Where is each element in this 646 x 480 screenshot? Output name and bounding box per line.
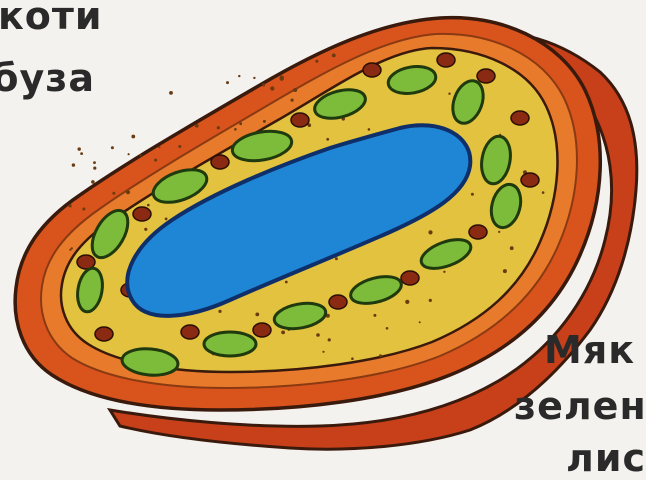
granule bbox=[368, 128, 371, 131]
granule bbox=[471, 193, 474, 196]
granule bbox=[93, 161, 96, 164]
granule bbox=[226, 81, 229, 84]
granule bbox=[315, 60, 318, 63]
mitochondrion bbox=[291, 113, 309, 127]
granule bbox=[253, 77, 255, 79]
granule bbox=[165, 218, 168, 221]
mitochondrion bbox=[253, 323, 271, 337]
granule bbox=[154, 159, 157, 162]
granule bbox=[255, 313, 259, 317]
granule bbox=[78, 147, 81, 150]
mitochondrion bbox=[133, 207, 151, 221]
label-bottom-right-line1: Мяк bbox=[544, 328, 635, 372]
granule bbox=[128, 153, 130, 155]
mitochondrion bbox=[521, 173, 539, 187]
granule bbox=[263, 120, 266, 123]
granule bbox=[316, 333, 320, 337]
granule bbox=[419, 321, 421, 323]
mitochondrion bbox=[95, 327, 113, 341]
granule bbox=[80, 152, 83, 155]
granule bbox=[147, 204, 150, 207]
granule bbox=[281, 331, 285, 335]
label-top-left-line1: коти bbox=[0, 0, 103, 38]
label-bottom-right-line3: лис bbox=[566, 436, 646, 480]
mitochondrion bbox=[469, 225, 487, 239]
granule bbox=[195, 124, 199, 128]
granule bbox=[322, 351, 324, 353]
granule bbox=[69, 204, 72, 207]
label-top-left-line2: буза bbox=[0, 56, 95, 100]
granule bbox=[285, 281, 288, 284]
mitochondrion bbox=[477, 69, 495, 83]
granule bbox=[448, 93, 450, 95]
granule bbox=[82, 208, 85, 211]
granule bbox=[238, 75, 240, 77]
label-bottom-right-line2: зелен bbox=[514, 384, 646, 428]
granule bbox=[429, 299, 432, 302]
granule bbox=[270, 86, 274, 90]
mitochondrion bbox=[401, 271, 419, 285]
granule bbox=[140, 154, 142, 156]
granule bbox=[239, 122, 242, 125]
granule bbox=[498, 231, 500, 233]
granule bbox=[503, 269, 507, 273]
granule bbox=[72, 163, 75, 166]
granule bbox=[91, 180, 95, 184]
granule bbox=[126, 190, 130, 194]
granule bbox=[169, 91, 173, 95]
granule bbox=[291, 99, 294, 102]
granule bbox=[262, 83, 265, 86]
granule bbox=[111, 146, 114, 149]
granule bbox=[405, 300, 409, 304]
mitochondrion bbox=[211, 155, 229, 169]
granule bbox=[335, 257, 338, 260]
granule bbox=[332, 54, 336, 58]
granule bbox=[379, 354, 382, 357]
chloroplast bbox=[204, 332, 256, 356]
mitochondrion bbox=[181, 325, 199, 339]
granule bbox=[93, 167, 96, 170]
granule bbox=[218, 310, 221, 313]
granule bbox=[144, 228, 147, 231]
granule bbox=[542, 191, 545, 194]
granule bbox=[326, 138, 329, 141]
mitochondrion bbox=[511, 111, 529, 125]
granule bbox=[178, 145, 181, 148]
granule bbox=[234, 128, 237, 131]
granule bbox=[112, 192, 115, 195]
granule bbox=[217, 126, 220, 129]
granule bbox=[443, 271, 445, 273]
granule bbox=[373, 314, 376, 317]
granule bbox=[351, 357, 354, 360]
granule bbox=[131, 135, 135, 139]
granule bbox=[386, 327, 389, 330]
mitochondrion bbox=[437, 53, 455, 67]
granule bbox=[328, 338, 331, 341]
granule bbox=[158, 146, 160, 148]
mitochondrion bbox=[329, 295, 347, 309]
granule bbox=[280, 76, 284, 80]
granule bbox=[293, 88, 297, 92]
mitochondrion bbox=[363, 63, 381, 77]
granule bbox=[71, 247, 73, 249]
granule bbox=[510, 246, 514, 250]
granule bbox=[428, 230, 432, 234]
plant-cell-illustration: коти буза Мяк зелен лис bbox=[0, 0, 646, 456]
